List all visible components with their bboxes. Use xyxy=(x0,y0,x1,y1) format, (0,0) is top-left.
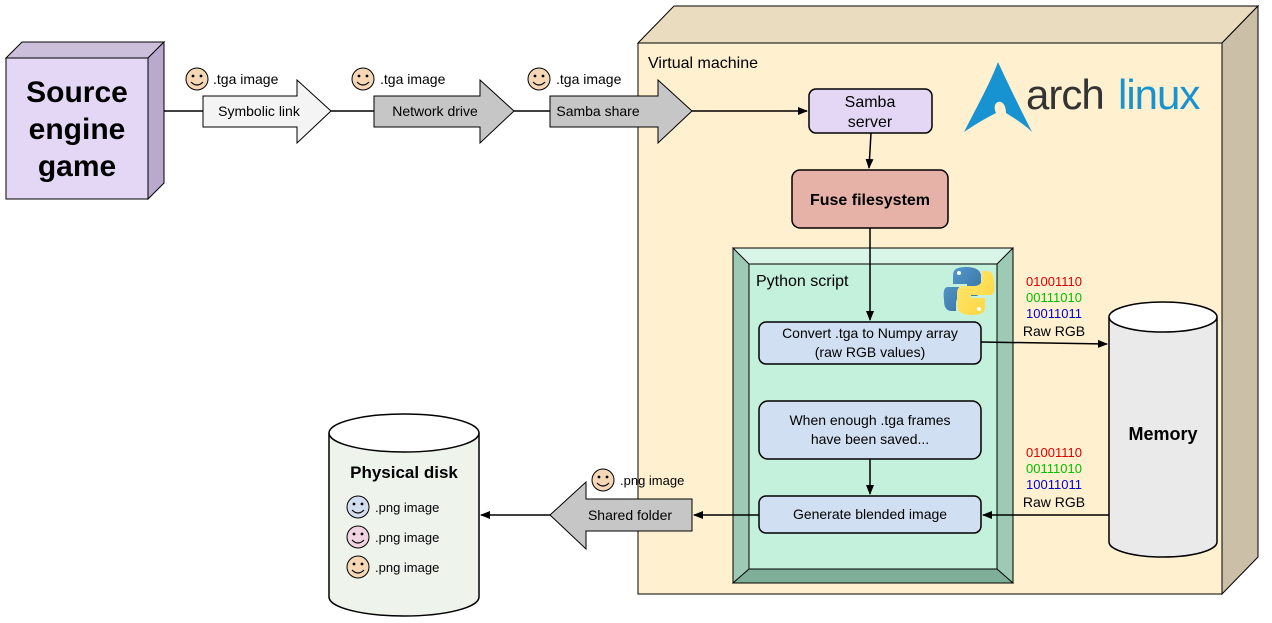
smiley-icon xyxy=(351,67,375,91)
tga-file-3: .tga image xyxy=(527,67,622,91)
symbolic-link-label: Symbolic link xyxy=(218,103,301,119)
when-enough-step-box: When enough .tga frames have been saved.… xyxy=(758,400,982,460)
bits-green-top: 00111010 xyxy=(1026,290,1082,305)
png-label-output: .png image xyxy=(620,473,684,488)
tga-label-3: .tga image xyxy=(556,71,622,87)
samba-server-line-1: Samba xyxy=(845,94,896,111)
tga-file-2: .tga image xyxy=(351,67,446,91)
connector-convert-memory xyxy=(980,339,1108,348)
python-script-title: Python script xyxy=(756,273,849,290)
raw-rgb-label-bottom: Raw RGB xyxy=(1023,494,1085,510)
samba-share-arrow: Samba share xyxy=(549,78,693,145)
generate-label: Generate blended image xyxy=(793,506,947,522)
archlinux-logo: arch linux xyxy=(964,62,1201,132)
generate-step-box: Generate blended image xyxy=(758,495,982,534)
disk-file-label-1: .png image xyxy=(375,500,439,515)
source-line-3: game xyxy=(38,150,116,183)
python-logo-icon xyxy=(943,267,995,315)
smiley-icon xyxy=(591,468,615,492)
smiley-icon xyxy=(346,495,370,519)
disk-file-label-2: .png image xyxy=(375,530,439,545)
fuse-filesystem-box: Fuse filesystem xyxy=(791,169,949,229)
bits-blue-top: 10011011 xyxy=(1026,306,1082,321)
samba-share-label: Samba share xyxy=(556,103,639,119)
fuse-label: Fuse filesystem xyxy=(810,192,930,209)
convert-line-2: (raw RGB values) xyxy=(815,344,925,360)
source-line-2: engine xyxy=(29,113,126,146)
smiley-icon xyxy=(346,525,370,549)
shared-folder-arrow: Shared folder xyxy=(549,480,693,551)
tga-label-1: .tga image xyxy=(213,71,279,87)
memory-label: Memory xyxy=(1128,424,1197,444)
bits-green-bottom: 00111010 xyxy=(1026,461,1082,476)
network-drive-label: Network drive xyxy=(392,103,478,119)
arch-wordmark: arch xyxy=(1026,71,1104,118)
convert-line-1: Convert .tga to Numpy array xyxy=(782,325,958,341)
when-enough-line-1: When enough .tga frames xyxy=(789,412,950,428)
disk-file-2: .png image xyxy=(346,525,439,549)
tga-file-1: .tga image xyxy=(185,67,279,91)
disk-file-3: .png image xyxy=(346,555,439,579)
tga-label-2: .tga image xyxy=(380,71,446,87)
source-engine-game-box: Source engine game xyxy=(4,40,166,201)
samba-server-box: Samba server xyxy=(808,88,933,134)
raw-rgb-label-top: Raw RGB xyxy=(1023,323,1085,339)
vm-title: Virtual machine xyxy=(648,55,758,72)
disk-file-1: .png image xyxy=(346,495,439,519)
bits-blue-bottom: 10011011 xyxy=(1026,477,1082,492)
bits-red-top: 01001110 xyxy=(1026,274,1082,289)
convert-step-box: Convert .tga to Numpy array (raw RGB val… xyxy=(758,321,982,365)
memory-cylinder: Memory xyxy=(1108,301,1218,558)
disk-file-label-3: .png image xyxy=(375,560,439,575)
png-file-output: .png image xyxy=(591,468,684,492)
when-enough-line-2: have been saved... xyxy=(811,431,929,447)
network-drive-arrow: Network drive xyxy=(373,78,515,145)
shared-folder-label: Shared folder xyxy=(588,507,672,523)
connector-server-fuse xyxy=(865,132,874,169)
smiley-icon xyxy=(346,555,370,579)
samba-server-line-2: server xyxy=(848,114,893,131)
symbolic-link-arrow: Symbolic link xyxy=(202,78,332,145)
smiley-icon xyxy=(185,67,209,91)
physical-disk-title: Physical disk xyxy=(350,463,458,482)
linux-wordmark: linux xyxy=(1118,71,1200,118)
bits-red-bottom: 01001110 xyxy=(1026,445,1082,460)
source-line-1: Source xyxy=(26,76,128,109)
arch-triangle-icon xyxy=(964,62,1032,132)
raw-rgb-bits-top: 01001110 00111010 10011011 Raw RGB xyxy=(1023,274,1085,339)
raw-rgb-bits-bottom: 01001110 00111010 10011011 Raw RGB xyxy=(1023,445,1085,510)
smiley-icon xyxy=(527,67,551,91)
